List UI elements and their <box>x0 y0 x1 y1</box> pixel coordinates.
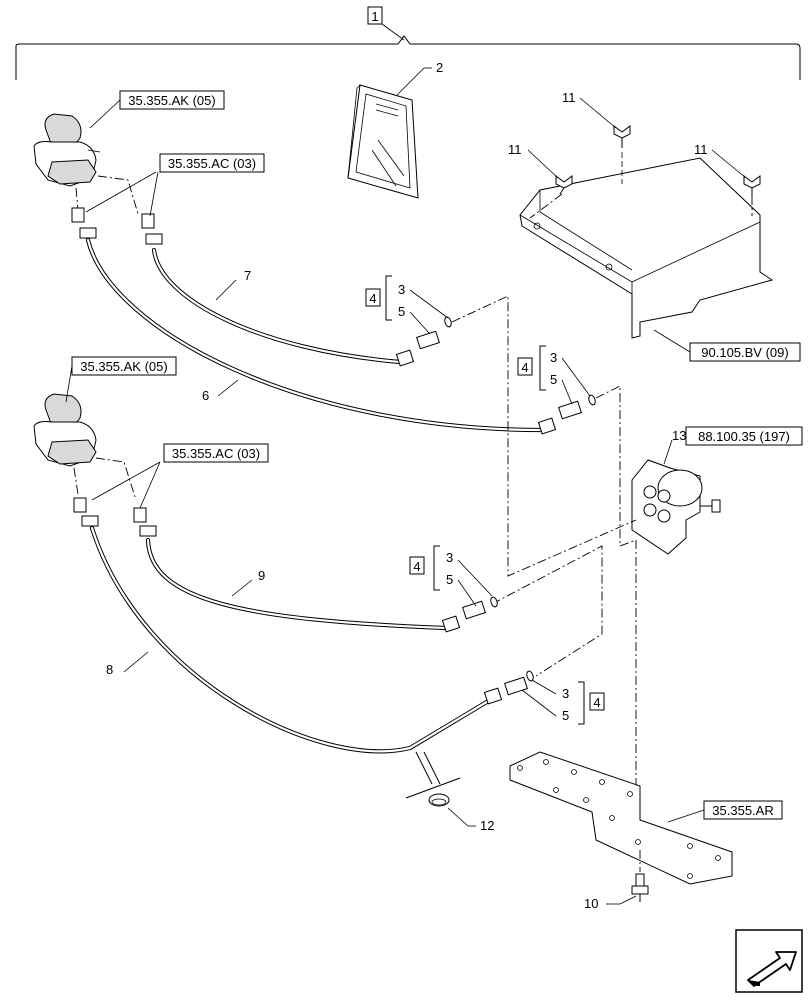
wing-nut-top <box>613 125 631 184</box>
ref-35-355-AK-upper[interactable]: 35.355.AK (05) <box>119 90 225 110</box>
callout-10: 10 <box>584 896 598 911</box>
control-valve <box>631 459 721 555</box>
ref-35-355-AR[interactable]: 35.355.AR <box>703 800 783 820</box>
callout-3-b: 3 <box>550 350 557 365</box>
callout-9: 9 <box>258 568 265 583</box>
wing-nut-left <box>555 175 573 195</box>
callout-3-a: 3 <box>398 282 405 297</box>
adapter-lower-2 <box>504 670 534 696</box>
kit-ref-lower-2[interactable]: 4 <box>589 692 605 711</box>
svg-text:4: 4 <box>593 695 600 710</box>
fitting-upper-left <box>71 207 97 239</box>
callout-6: 6 <box>202 388 209 403</box>
fitting-lower-right <box>133 507 157 537</box>
hose-8 <box>89 525 503 754</box>
mounting-box <box>519 157 774 339</box>
assembly-ref-box[interactable]: 1 <box>367 6 383 25</box>
callout-13: 13 <box>672 428 686 443</box>
callout-11-b: 11 <box>508 142 522 157</box>
ref-90-105-BV[interactable]: 90.105.BV (09) <box>689 342 801 362</box>
callout-12: 12 <box>480 818 494 833</box>
svg-text:35.355.AR: 35.355.AR <box>712 803 773 818</box>
instruction-booklet <box>347 84 419 199</box>
svg-text:35.355.AC (03): 35.355.AC (03) <box>172 446 260 461</box>
ref-35-355-AK-lower[interactable]: 35.355.AK (05) <box>71 356 177 376</box>
kit-ref-upper-1[interactable]: 4 <box>365 288 381 307</box>
hose-9 <box>145 537 461 633</box>
hose-clamp <box>405 751 461 807</box>
ref-35-355-AC-upper[interactable]: 35.355.AC (03) <box>159 153 265 173</box>
fitting-upper-right <box>141 213 163 245</box>
svg-text:35.355.AK (05): 35.355.AK (05) <box>80 359 167 374</box>
kit-ref-upper-2[interactable]: 4 <box>517 357 533 376</box>
callout-11-a: 11 <box>562 90 576 105</box>
wing-nut-right <box>743 175 761 196</box>
callout-2: 2 <box>436 60 443 75</box>
hose-6 <box>85 237 557 435</box>
callout-11-c: 11 <box>694 142 708 157</box>
mounting-plate <box>509 751 733 885</box>
ref-35-355-AC-lower[interactable]: 35.355.AC (03) <box>163 443 269 463</box>
adapter-upper-1 <box>416 316 452 350</box>
ref-88-100-35[interactable]: 88.100.35 (197) <box>685 426 803 446</box>
hose-7 <box>151 247 415 367</box>
svg-text:88.100.35 (197): 88.100.35 (197) <box>698 429 790 444</box>
svg-text:4: 4 <box>369 291 376 306</box>
joystick-upper <box>33 113 139 215</box>
arrow-navigation-icon[interactable] <box>735 929 803 993</box>
adapter-lower-1 <box>462 596 498 620</box>
svg-text:35.355.AK (05): 35.355.AK (05) <box>128 93 215 108</box>
svg-text:90.105.BV (09): 90.105.BV (09) <box>701 345 788 360</box>
callout-5-b: 5 <box>550 372 557 387</box>
kit-ref-lower-1[interactable]: 4 <box>409 556 425 575</box>
fitting-lower-left <box>73 497 99 527</box>
callout-5-a: 5 <box>398 304 405 319</box>
bolt <box>631 850 649 902</box>
svg-text:4: 4 <box>413 559 420 574</box>
callout-8: 8 <box>106 662 113 677</box>
assembly-bracket <box>15 35 801 80</box>
callout-3-c: 3 <box>446 550 453 565</box>
adapter-upper-2 <box>558 394 596 420</box>
svg-text:1: 1 <box>371 9 378 24</box>
svg-text:35.355.AC (03): 35.355.AC (03) <box>168 156 256 171</box>
callout-5-d: 5 <box>562 708 569 723</box>
joystick-lower <box>33 393 137 501</box>
callout-3-d: 3 <box>562 686 569 701</box>
callout-7: 7 <box>244 268 251 283</box>
svg-text:4: 4 <box>521 360 528 375</box>
callout-5-c: 5 <box>446 572 453 587</box>
